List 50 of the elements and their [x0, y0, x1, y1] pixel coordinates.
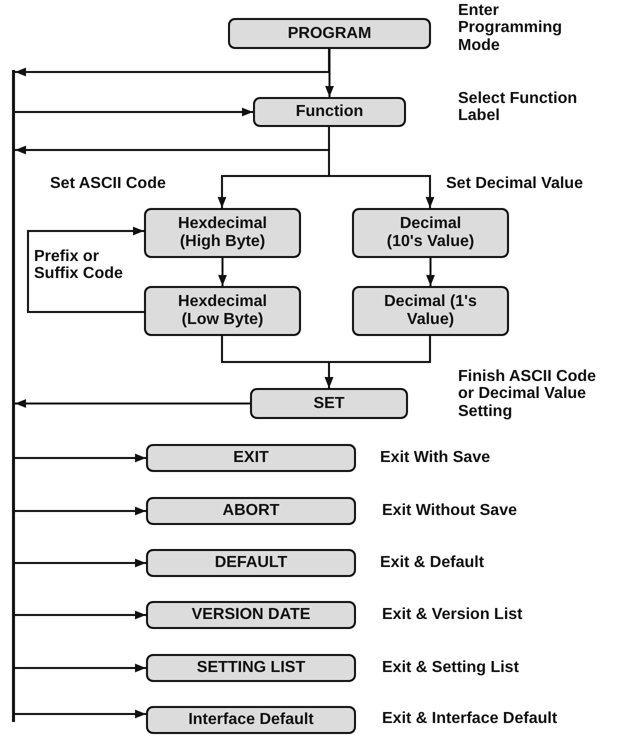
step-description: Exit & Default [380, 554, 486, 572]
box-label: Function [296, 103, 364, 121]
process-box [144, 208, 301, 258]
arrow [15, 710, 146, 718]
step-description: Exit & Version List [382, 606, 524, 624]
process-box [352, 208, 509, 258]
step-description: Exit & Setting List [382, 659, 520, 676]
arrow [325, 49, 334, 97]
box-label: ABORT [222, 502, 280, 520]
arrow [15, 558, 146, 568]
arrow [27, 226, 144, 313]
arrow [15, 664, 146, 672]
arrow [324, 336, 431, 388]
process-box [144, 286, 301, 336]
box-label: VERSION DATE [192, 606, 310, 624]
step-description: Exit Without Save [382, 502, 518, 520]
box-label: Interface Default [188, 711, 314, 729]
box-label: PROGRAM [288, 24, 372, 42]
box-label: Decimal (10's Value) [386, 215, 476, 251]
process-box [146, 497, 356, 525]
box-label: SETTING LIST [196, 659, 306, 677]
arrow [15, 108, 253, 116]
box-label: SET [313, 394, 345, 412]
box-label: DEFAULT [214, 554, 288, 572]
arrow [426, 258, 435, 286]
process-box [146, 654, 356, 682]
arrow [15, 506, 146, 516]
arrow [218, 258, 227, 286]
arrow [15, 454, 146, 462]
arrow [15, 49, 330, 76]
bus-line [12, 70, 15, 722]
step-description: Enter Programming Mode [458, 2, 564, 54]
arrow [15, 399, 250, 408]
step-description: Exit With Save [380, 449, 492, 466]
box-label: Hexdecimal (Low Byte) [177, 293, 268, 329]
process-box [228, 18, 431, 49]
box-label: Decimal (1's Value) [383, 293, 478, 329]
step-description: Finish ASCII Code or Decimal Value Setting [458, 368, 598, 420]
process-box [146, 601, 356, 629]
process-box [250, 388, 408, 419]
step-description: Select Function Label [458, 90, 578, 125]
process-box [352, 286, 509, 336]
box-label: Hexdecimal (High Byte) [177, 215, 268, 251]
arrow [15, 610, 146, 620]
process-box [146, 549, 356, 577]
box-label: EXIT [233, 449, 269, 467]
step-description: Exit & Interface Default [382, 710, 558, 728]
process-box [253, 97, 406, 127]
process-box [146, 444, 356, 472]
process-box [146, 706, 356, 734]
